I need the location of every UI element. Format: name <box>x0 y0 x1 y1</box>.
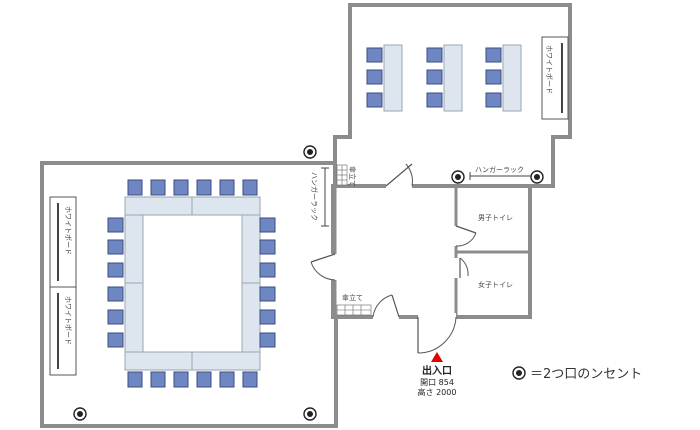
chair <box>259 332 276 348</box>
whiteboard-label: ホワイトボード <box>545 45 553 94</box>
outlet-icon <box>512 365 526 380</box>
chair <box>259 217 276 233</box>
chair <box>259 286 276 302</box>
chair <box>219 371 235 388</box>
chair <box>426 47 443 63</box>
whiteboard-small: ホワイトボード <box>541 36 569 120</box>
womens-restroom-label: 女子トイレ <box>478 280 513 289</box>
small-room-furniture <box>366 44 522 112</box>
outlet-icon <box>530 170 544 184</box>
hanger-rack-label: ハンガーラック <box>475 165 524 174</box>
hanger-rack-label: ハンガーラック <box>310 172 319 221</box>
chair <box>242 179 258 196</box>
chair <box>366 92 383 108</box>
chair <box>426 69 443 85</box>
chair <box>127 371 143 388</box>
chair <box>242 371 258 388</box>
chair <box>107 217 124 233</box>
mens-restroom-label: 男子トイレ <box>478 214 513 222</box>
chair <box>196 179 212 196</box>
hanger-rack-large: ハンガーラック <box>310 167 329 227</box>
door-mens-restroom[interactable] <box>452 225 477 247</box>
chair <box>107 239 124 255</box>
whiteboard-large-1: ホワイトボード <box>49 196 77 288</box>
chair <box>173 371 189 388</box>
chair <box>196 371 212 388</box>
legend-text: ＝2つ口のンセント <box>530 367 643 382</box>
chair <box>485 69 502 85</box>
entrance-opening: 開口 854 <box>420 378 454 387</box>
umbrella-stand-label: 傘立て <box>348 166 357 187</box>
chair <box>366 47 383 63</box>
door-womens-restroom[interactable] <box>452 257 469 278</box>
chair <box>127 179 143 196</box>
chair <box>107 286 124 302</box>
umbrella-stand-label: 傘立て <box>342 293 363 302</box>
door-entrance[interactable] <box>417 313 457 354</box>
chair <box>219 179 235 196</box>
outlet-icon <box>451 170 465 184</box>
umbrella-stand-upper: 傘立て <box>336 164 357 187</box>
entrance-height: 高さ 2000 <box>417 388 457 397</box>
entrance-arrow-icon <box>431 352 443 362</box>
outlet-icon <box>303 407 317 421</box>
chair <box>485 92 502 108</box>
chair <box>150 371 166 388</box>
whiteboard-large-2: ホワイトボード <box>49 286 77 376</box>
large-room-chairs <box>107 179 276 388</box>
chair <box>107 332 124 348</box>
whiteboard-label: ホワイトボード <box>64 206 72 255</box>
chair <box>426 92 443 108</box>
chair <box>150 179 166 196</box>
outlet-icon <box>303 145 317 159</box>
door-lower-corridor[interactable] <box>372 294 400 321</box>
chair <box>173 179 189 196</box>
chair <box>107 262 124 278</box>
door-upper-corridor[interactable] <box>385 163 413 189</box>
large-room-tables <box>124 196 261 371</box>
chair <box>259 309 276 325</box>
door-large-room[interactable] <box>310 253 339 281</box>
inner-walls <box>333 186 530 317</box>
chair <box>366 69 383 85</box>
chair <box>259 239 276 255</box>
umbrella-stand-lower: 傘立て <box>336 293 372 316</box>
chair <box>259 262 276 278</box>
entrance-title: 出入口 <box>422 366 452 377</box>
legend: ＝2つ口のンセント <box>512 363 642 382</box>
entrance-marker: 出入口 開口 854 高さ 2000 <box>397 352 477 398</box>
chair <box>107 309 124 325</box>
chair <box>485 47 502 63</box>
whiteboard-label: ホワイトボード <box>64 296 72 345</box>
outlet-icon <box>73 407 87 421</box>
